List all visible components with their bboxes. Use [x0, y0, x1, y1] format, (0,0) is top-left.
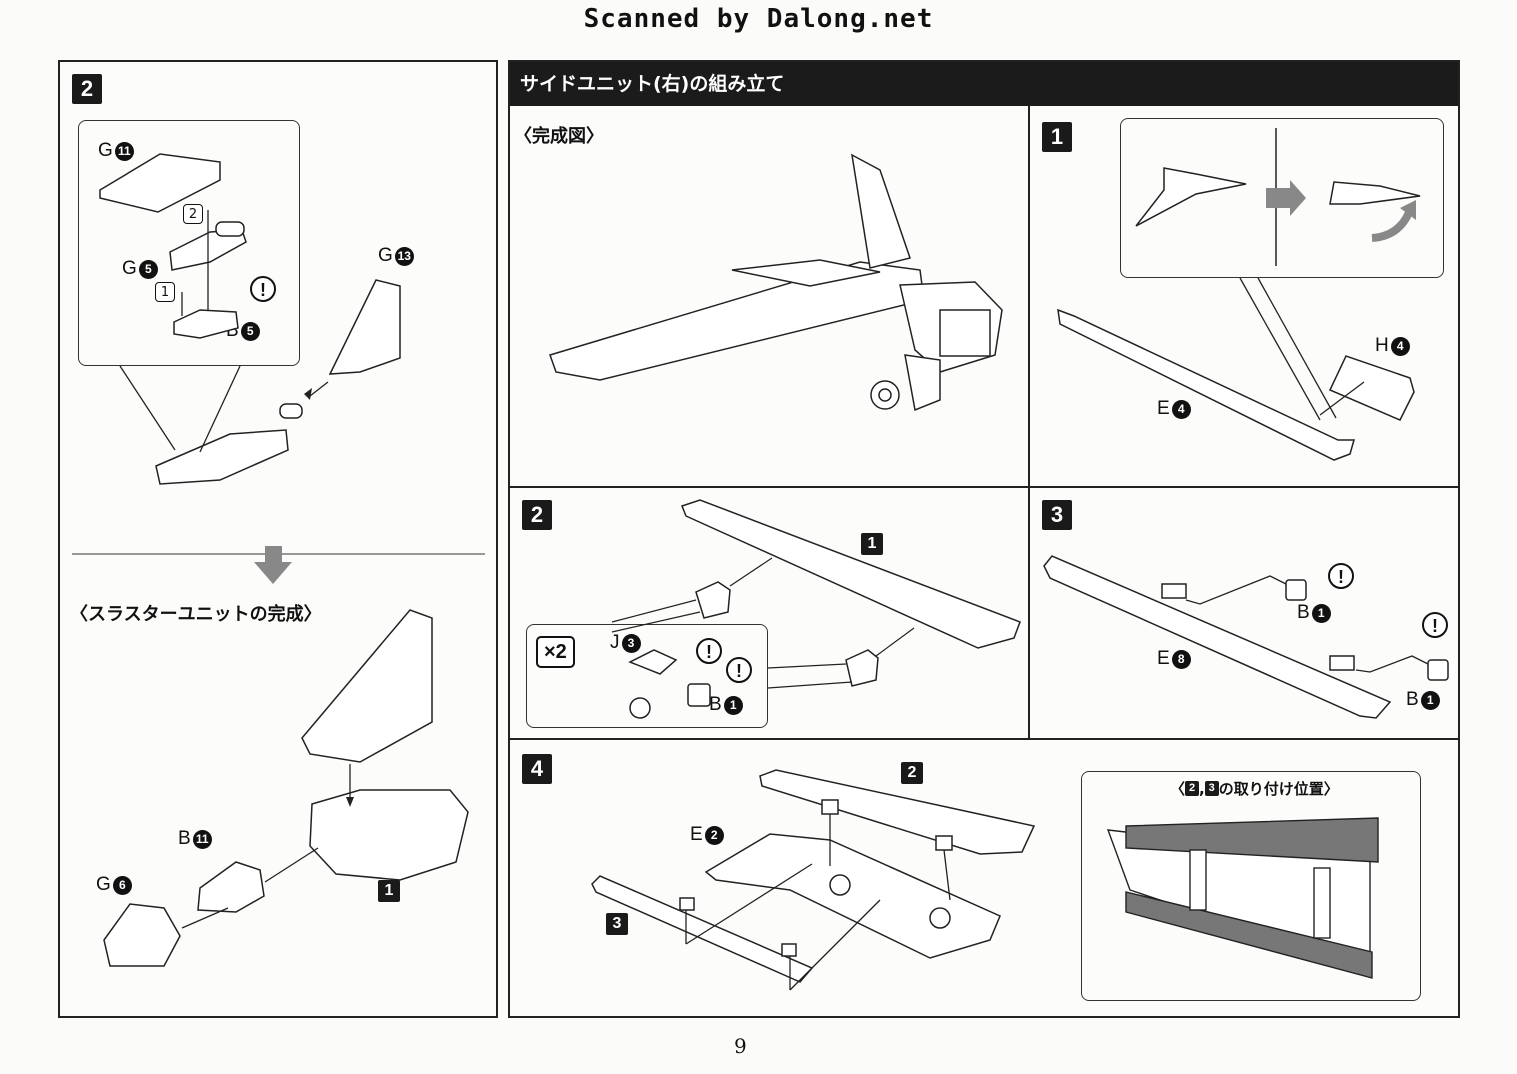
step-1-number: 1 — [1042, 122, 1072, 152]
part-label-j3: J 3 — [610, 632, 641, 654]
thruster-parts-illustration — [72, 153, 485, 584]
page-number: 9 — [734, 1034, 747, 1058]
quantity-multiplier: ×2 — [536, 636, 575, 668]
part-label-g6: G 6 — [96, 874, 132, 896]
completed-view-label: 〈完成図〉 — [514, 126, 604, 147]
part-label-b1-bottom: B 1 — [1406, 689, 1440, 711]
step-4-reference-3: 3 — [606, 913, 628, 935]
assembly-order-2: 2 — [183, 204, 203, 224]
divider-horizontal-1 — [510, 486, 1458, 488]
section-title: サイドユニット(右)の組み立て — [510, 62, 1458, 106]
attachment-position-title: 〈 2 , 3 の取り付け位置〉 — [1170, 779, 1339, 799]
divider-horizontal-2 — [510, 738, 1458, 740]
step-number: 2 — [72, 74, 102, 104]
warning-icon: ! — [250, 276, 276, 302]
part-label-e8: E 8 — [1157, 648, 1191, 670]
left-instruction-panel: 2 G 11 G 5 B 5 G 13 2 1 ! — [58, 60, 498, 1018]
completed-thruster-illustration — [103, 609, 469, 967]
step-2-number: 2 — [522, 500, 552, 530]
warning-icon: ! — [1422, 612, 1448, 638]
part-label-h4: H 4 — [1375, 335, 1410, 357]
warning-icon: ! — [1328, 563, 1354, 589]
part-label-g11: G 11 — [98, 140, 134, 162]
scan-credit: Scanned by Dalong.net — [583, 4, 934, 34]
part-label-e2: E 2 — [690, 824, 724, 846]
divider-vertical-top — [1028, 106, 1030, 738]
warning-icon: ! — [696, 638, 722, 664]
step-reference-1: 1 — [378, 880, 400, 902]
part-label-b1-top: B 1 — [1297, 602, 1331, 624]
step-4-number: 4 — [522, 754, 552, 784]
part-label-g13: G 13 — [378, 245, 414, 267]
part-label-g5: G 5 — [122, 258, 158, 280]
part-label-b1: B 1 — [709, 694, 743, 716]
part-label-e4: E 4 — [1157, 398, 1191, 420]
step-3-number: 3 — [1042, 500, 1072, 530]
step-2-reference-1: 1 — [861, 533, 883, 555]
part-label-b11: B 11 — [178, 828, 212, 850]
completion-title: 〈スラスターユニットの完成〉 — [70, 604, 322, 625]
assembly-order-1: 1 — [155, 282, 175, 302]
warning-icon: ! — [726, 657, 752, 683]
step-4-reference-2: 2 — [901, 762, 923, 784]
